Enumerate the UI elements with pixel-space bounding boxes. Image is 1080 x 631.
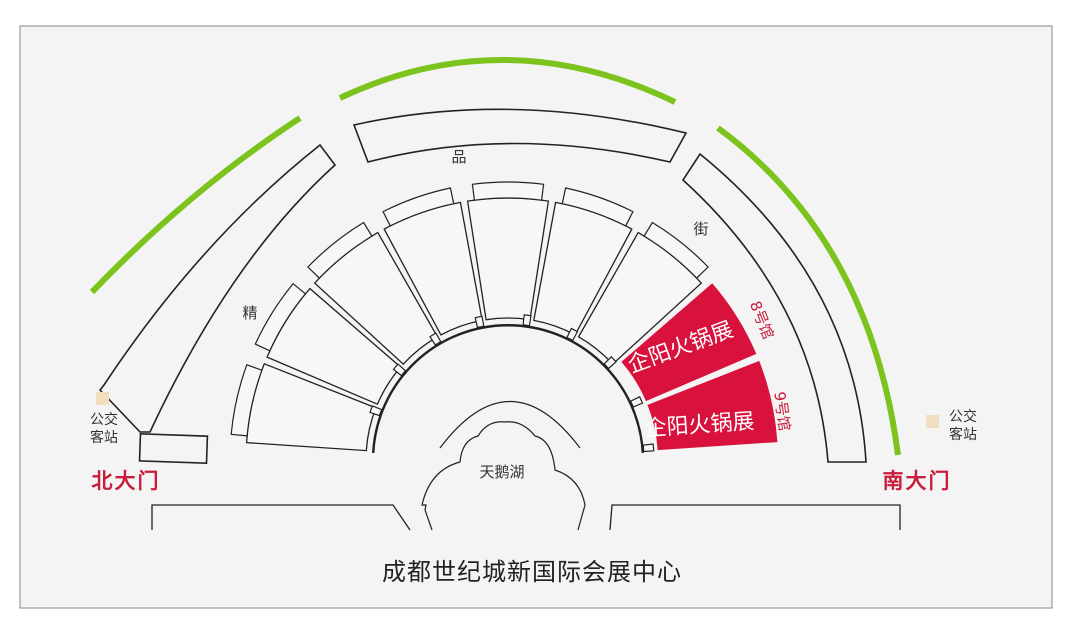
hall-9-connector bbox=[642, 443, 655, 453]
hall-6-entrance-cap bbox=[561, 187, 634, 227]
green-belt-right bbox=[716, 125, 901, 456]
street-label-jie: 街 bbox=[693, 220, 708, 238]
green-belt-top bbox=[338, 57, 677, 105]
hall-2-entrance-cap bbox=[254, 282, 307, 352]
inner-boundary-arc bbox=[372, 324, 644, 453]
hall-9-highlighted bbox=[647, 360, 778, 451]
street-block-small bbox=[138, 433, 209, 465]
hall-9-number-label: 9号馆 bbox=[770, 390, 793, 432]
bottom-bracket-right bbox=[609, 504, 901, 531]
bus-station-south-line1: 公交 bbox=[949, 408, 977, 425]
bus-stop-icon-north bbox=[96, 392, 109, 405]
exhibition-halls bbox=[230, 181, 778, 453]
lake-shape bbox=[421, 421, 586, 531]
bottom-bracket-left bbox=[151, 504, 411, 531]
street-label-jing: 精 bbox=[242, 304, 257, 322]
street-block-right bbox=[681, 152, 867, 463]
lake-label: 天鹅湖 bbox=[479, 463, 524, 481]
north-gate-label: 北大门 bbox=[92, 469, 161, 493]
bus-station-north-line2: 客站 bbox=[90, 429, 118, 446]
venue-title: 成都世纪城新国际会展中心 bbox=[382, 558, 682, 586]
street-label-pin: 品 bbox=[451, 148, 466, 166]
bus-stop-icon-south bbox=[926, 415, 939, 428]
street-block-left bbox=[98, 143, 337, 433]
lake-outer-arc bbox=[439, 401, 581, 449]
hall-5-entrance-cap bbox=[471, 181, 545, 201]
bus-station-north-line1: 公交 bbox=[90, 411, 118, 428]
street-block-top bbox=[352, 108, 688, 163]
green-belt-left bbox=[89, 115, 302, 295]
hall-8-highlighted bbox=[621, 283, 757, 402]
hall-4-connector bbox=[474, 315, 485, 329]
hall-7-entrance-cap bbox=[643, 221, 709, 279]
hall-5-connector bbox=[522, 314, 532, 327]
south-gate-label: 南大门 bbox=[883, 469, 952, 493]
hall-3-entrance-cap bbox=[307, 221, 373, 279]
hall-3-connector bbox=[429, 332, 442, 346]
hall-4-entrance-cap bbox=[382, 187, 455, 227]
hall-1-entrance-cap bbox=[230, 364, 263, 437]
bus-station-south-line2: 客站 bbox=[949, 426, 977, 443]
